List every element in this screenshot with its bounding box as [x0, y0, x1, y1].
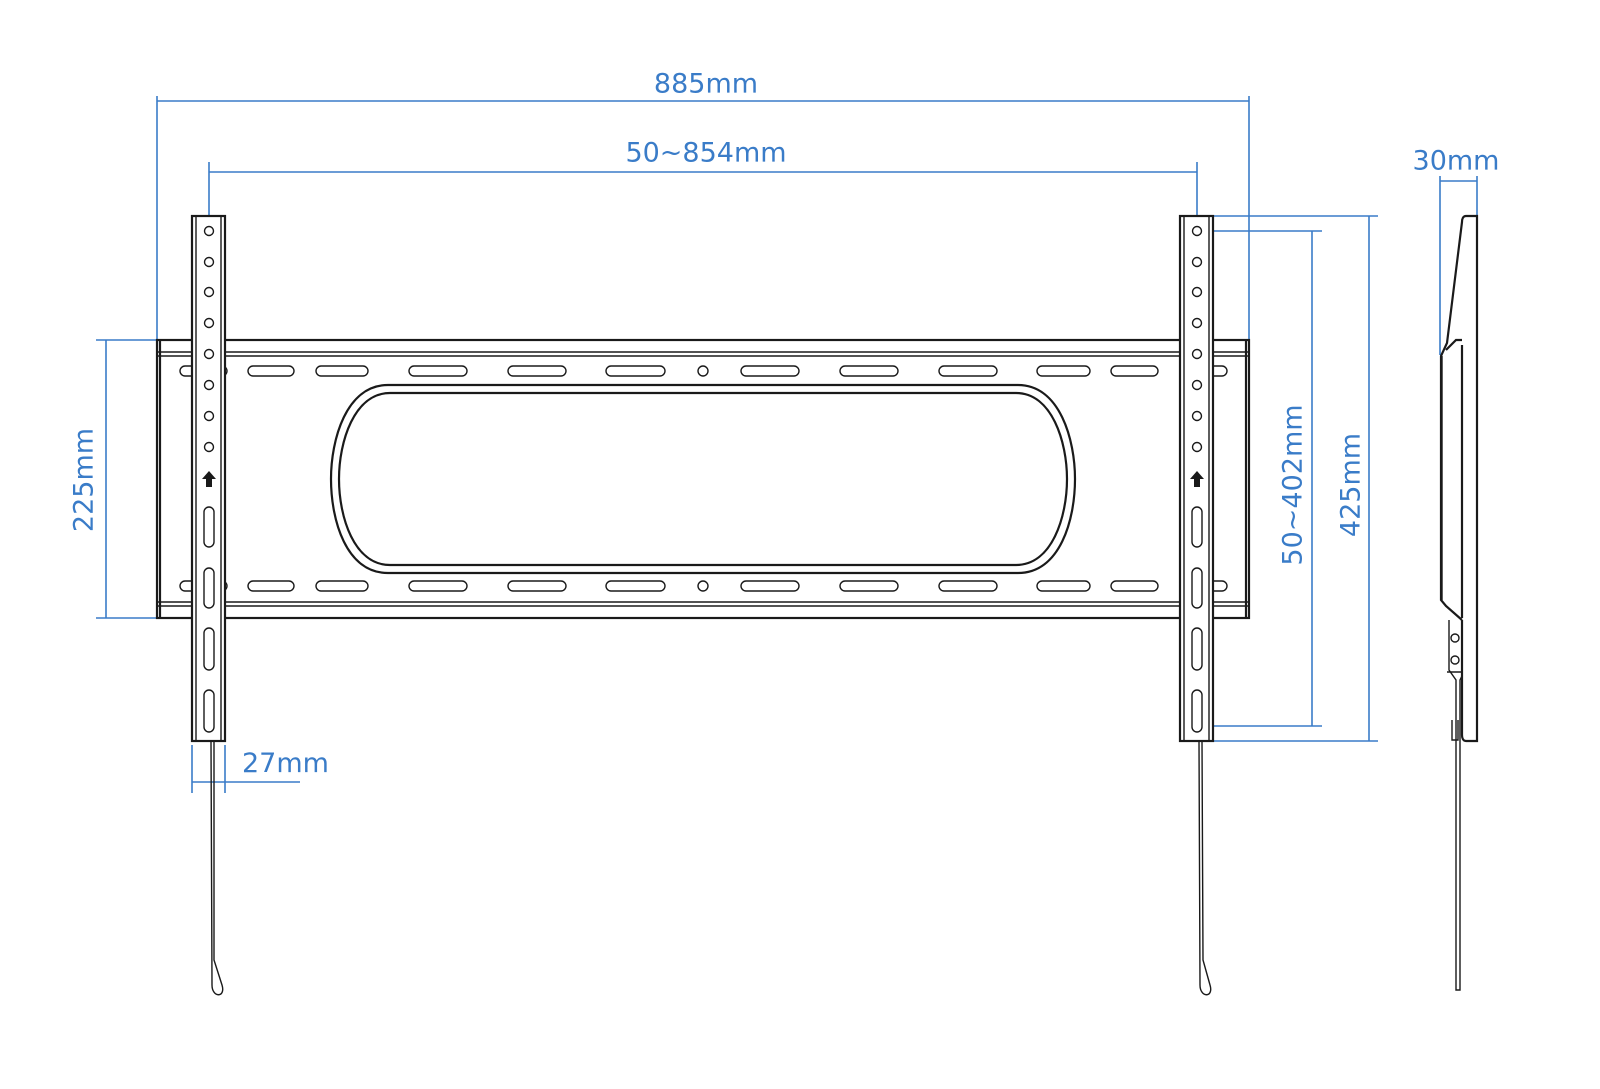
mounting-slot — [507, 580, 567, 592]
mounting-slot — [839, 580, 899, 592]
horizontal-hole-spacing-label: 50~854mm — [625, 137, 787, 169]
arm-hole — [203, 379, 215, 391]
pull-strings — [210, 740, 1212, 996]
arm-hole — [203, 286, 215, 298]
arm-height-label: 425mm — [1335, 432, 1367, 538]
depth-label: 30mm — [1412, 145, 1500, 177]
mounting-slot — [605, 580, 666, 592]
mounting-slot — [1036, 580, 1091, 592]
arm-hole — [203, 225, 215, 237]
mounting-slot — [247, 365, 295, 377]
arm-width-label: 27mm — [242, 748, 329, 779]
mounting-slot — [839, 365, 899, 377]
mounting-slot — [740, 580, 800, 592]
arm-slot — [1191, 689, 1203, 733]
arm-slot — [1191, 627, 1203, 671]
mounting-slot — [938, 365, 998, 377]
arm-hole — [1191, 348, 1203, 360]
mounting-slot — [938, 580, 998, 592]
center-hole — [697, 580, 709, 592]
up-arrow-icon — [202, 471, 216, 487]
mounting-slot — [408, 580, 468, 592]
mounting-slot — [1110, 580, 1159, 592]
mounting-slot — [408, 365, 468, 377]
up-arrow-icon — [1190, 471, 1204, 487]
arm-hole — [1191, 286, 1203, 298]
mounting-slot — [315, 365, 369, 377]
vertical-hole-spacing-label: 50~402mm — [1277, 404, 1309, 566]
arm-slot — [203, 506, 215, 548]
center-hole — [697, 365, 709, 377]
arm-hole — [203, 410, 215, 422]
arm — [190, 214, 227, 743]
arm-hole — [1191, 379, 1203, 391]
arm-slot — [203, 627, 215, 671]
arm-slot — [1191, 567, 1203, 609]
dimension-lines — [96, 96, 1478, 793]
mounting-slot — [605, 365, 666, 377]
arm-hole — [1191, 256, 1203, 268]
arm-hole — [203, 317, 215, 329]
overall-width-label: 885mm — [653, 68, 759, 100]
mounting-slot — [740, 365, 800, 377]
arm-hole — [1191, 410, 1203, 422]
arm-slot — [203, 689, 215, 733]
vertical-arms — [190, 214, 1215, 743]
side-profile — [1439, 214, 1479, 991]
plate-height-label: 225mm — [68, 427, 100, 533]
arm-hole — [203, 348, 215, 360]
arm-hole — [1191, 225, 1203, 237]
arm-slot — [1191, 506, 1203, 548]
mounting-plate — [155, 338, 1251, 620]
mounting-slot — [1110, 365, 1159, 377]
arm-hole — [1191, 441, 1203, 453]
mounting-slot — [247, 580, 295, 592]
mounting-slot — [507, 365, 567, 377]
arm-hole — [203, 441, 215, 453]
arm-hole — [203, 256, 215, 268]
arm-slot — [203, 567, 215, 609]
arm — [1178, 214, 1215, 743]
mounting-slot — [1036, 365, 1091, 377]
mounting-slot — [315, 580, 369, 592]
arm-hole — [1191, 317, 1203, 329]
